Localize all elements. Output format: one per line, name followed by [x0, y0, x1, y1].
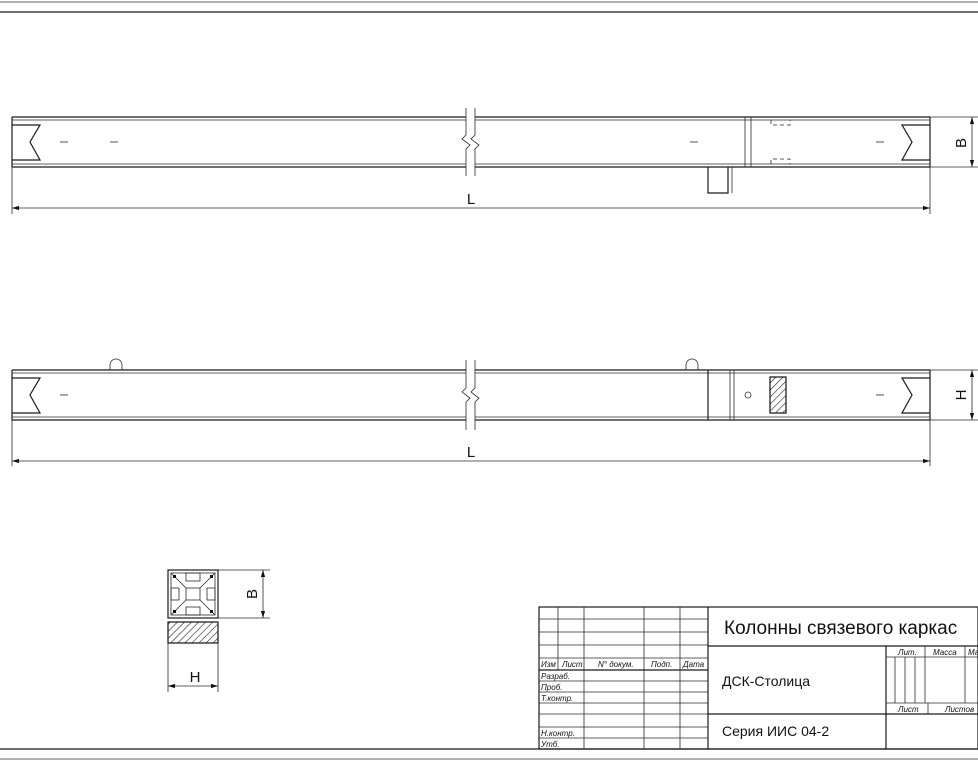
section-height-dimension: H: [190, 669, 201, 686]
role-tech-control: Т.контр.: [541, 694, 573, 703]
scale-label: Ма: [968, 648, 978, 657]
drawing-title: Колонны связевого каркас: [724, 618, 957, 639]
cross-section: B H: [167, 569, 270, 692]
role-checked: Проб.: [541, 683, 562, 692]
header-signature: Подп.: [651, 660, 672, 669]
sheets-label: Листов: [944, 705, 974, 714]
height-dimension-middle: H: [953, 390, 970, 401]
header-date: Дата: [682, 660, 705, 669]
organization-name: ДСК-Столица: [722, 673, 810, 689]
role-developer: Разраб.: [541, 672, 570, 681]
section-width-dimension: B: [244, 589, 261, 599]
title-block: Изм Лист N° докум. Подп. Дата Разраб. Пр…: [538, 606, 978, 750]
width-dimension-top: B: [953, 138, 970, 148]
role-norm-control: Н.контр.: [541, 729, 575, 738]
column-view-middle: L H: [11, 358, 978, 466]
header-doc-number: N° докум.: [598, 660, 634, 669]
mass-label: Масса: [933, 648, 957, 657]
length-dimension-top: L: [467, 191, 475, 208]
sheet-label: Лист: [897, 705, 919, 714]
column-view-top: L B: [11, 108, 978, 214]
header-sheet: Лист: [561, 660, 583, 669]
role-approved: Утб.: [540, 740, 560, 749]
series-label: Серия ИИС 04-2: [722, 723, 829, 739]
length-dimension-middle: L: [467, 444, 475, 461]
header-change: Изм: [541, 660, 556, 669]
stage-label: Лит.: [897, 648, 917, 657]
